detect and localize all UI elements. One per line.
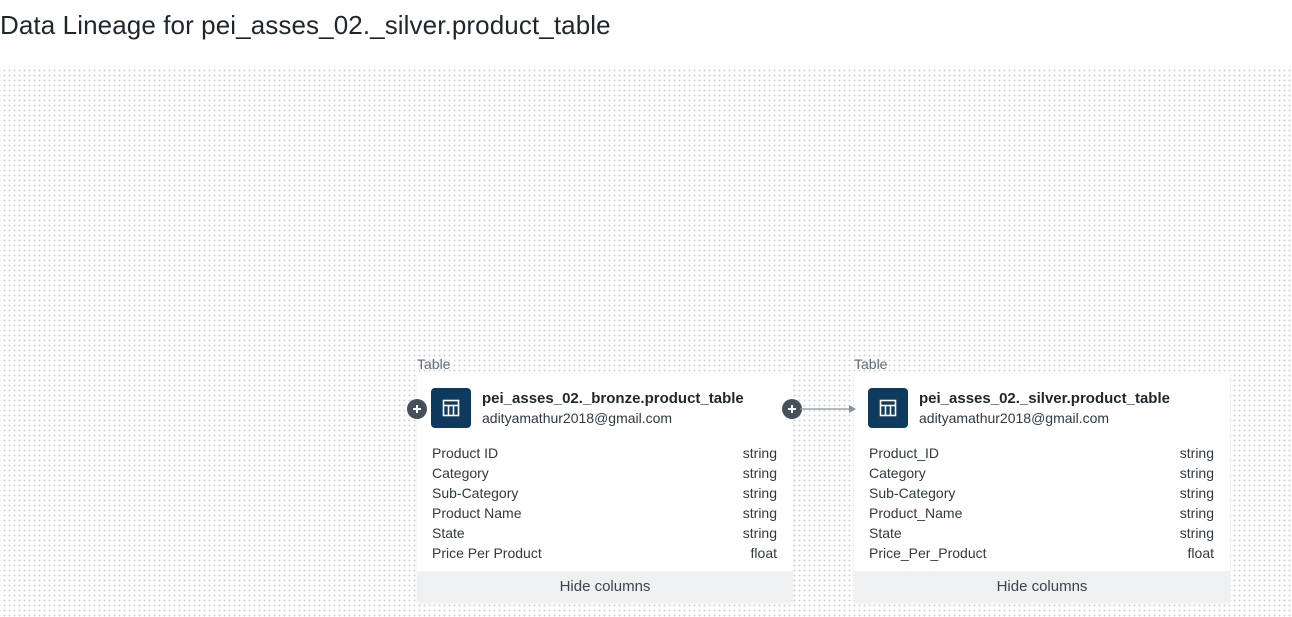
table-owner: adityamathur2018@gmail.com xyxy=(482,410,673,426)
column-type: string xyxy=(1179,445,1214,461)
column-row: Product_ID string xyxy=(869,443,1214,463)
page-title: Data Lineage for pei_asses_02._silver.pr… xyxy=(0,10,611,40)
column-name: Product_ID xyxy=(869,445,940,461)
column-name: Product Name xyxy=(432,505,522,521)
table-card[interactable]: pei_asses_02._bronze.product_table adity… xyxy=(417,374,793,602)
node-type-label: Table xyxy=(417,356,451,372)
column-name: Price Per Product xyxy=(432,545,542,561)
column-name: Category xyxy=(869,465,926,481)
expand-upstream-button[interactable] xyxy=(407,399,427,419)
column-name: Product ID xyxy=(432,445,499,461)
column-row: Product Name string xyxy=(432,503,777,523)
column-row: Product ID string xyxy=(432,443,777,463)
table-owner: adityamathur2018@gmail.com xyxy=(919,410,1110,426)
column-type: string xyxy=(742,465,777,481)
table-name[interactable]: pei_asses_02._silver.product_table xyxy=(919,390,1170,407)
card-header: pei_asses_02._silver.product_table adity… xyxy=(854,374,1230,432)
table-icon xyxy=(431,388,471,428)
node-type-label: Table xyxy=(854,356,888,372)
lineage-node-bronze: Table pei_asses_02._bronze.product_table… xyxy=(417,354,793,602)
column-row: Sub-Category string xyxy=(432,483,777,503)
column-type: string xyxy=(1179,465,1214,481)
column-name: Sub-Category xyxy=(869,485,956,501)
column-row: Price_Per_Product float xyxy=(869,543,1214,563)
column-name: State xyxy=(432,525,465,541)
column-row: State string xyxy=(432,523,777,543)
column-list: Product_ID string Category string Sub-Ca… xyxy=(854,432,1230,571)
column-type: string xyxy=(1179,525,1214,541)
column-name: Price_Per_Product xyxy=(869,545,987,561)
plus-circle-icon xyxy=(413,405,421,413)
column-type: string xyxy=(742,445,777,461)
column-name: Sub-Category xyxy=(432,485,519,501)
column-type: string xyxy=(742,505,777,521)
column-row: Sub-Category string xyxy=(869,483,1214,503)
column-row: Price Per Product float xyxy=(432,543,777,563)
plus-circle-icon xyxy=(788,405,796,413)
column-list: Product ID string Category string Sub-Ca… xyxy=(417,432,793,571)
column-type: string xyxy=(742,485,777,501)
column-name: Product_Name xyxy=(869,505,963,521)
column-row: Category string xyxy=(869,463,1214,483)
column-row: Category string xyxy=(432,463,777,483)
table-name[interactable]: pei_asses_02._bronze.product_table xyxy=(482,390,744,407)
column-type: float xyxy=(1187,545,1214,561)
column-row: State string xyxy=(869,523,1214,543)
lineage-edge-arrow-icon xyxy=(800,405,856,413)
table-icon xyxy=(868,388,908,428)
expand-downstream-button[interactable] xyxy=(782,399,802,419)
hide-columns-button[interactable]: Hide columns xyxy=(854,571,1230,602)
lineage-node-silver: Table pei_asses_02._silver.product_table… xyxy=(854,354,1230,602)
column-type: string xyxy=(1179,505,1214,521)
column-name: State xyxy=(869,525,902,541)
card-header: pei_asses_02._bronze.product_table adity… xyxy=(417,374,793,432)
hide-columns-button[interactable]: Hide columns xyxy=(417,571,793,602)
column-type: string xyxy=(742,525,777,541)
column-name: Category xyxy=(432,465,489,481)
column-type: string xyxy=(1179,485,1214,501)
lineage-canvas[interactable]: Table pei_asses_02._bronze.product_table… xyxy=(0,66,1292,617)
column-type: float xyxy=(750,545,777,561)
table-card[interactable]: pei_asses_02._silver.product_table adity… xyxy=(854,374,1230,602)
column-row: Product_Name string xyxy=(869,503,1214,523)
